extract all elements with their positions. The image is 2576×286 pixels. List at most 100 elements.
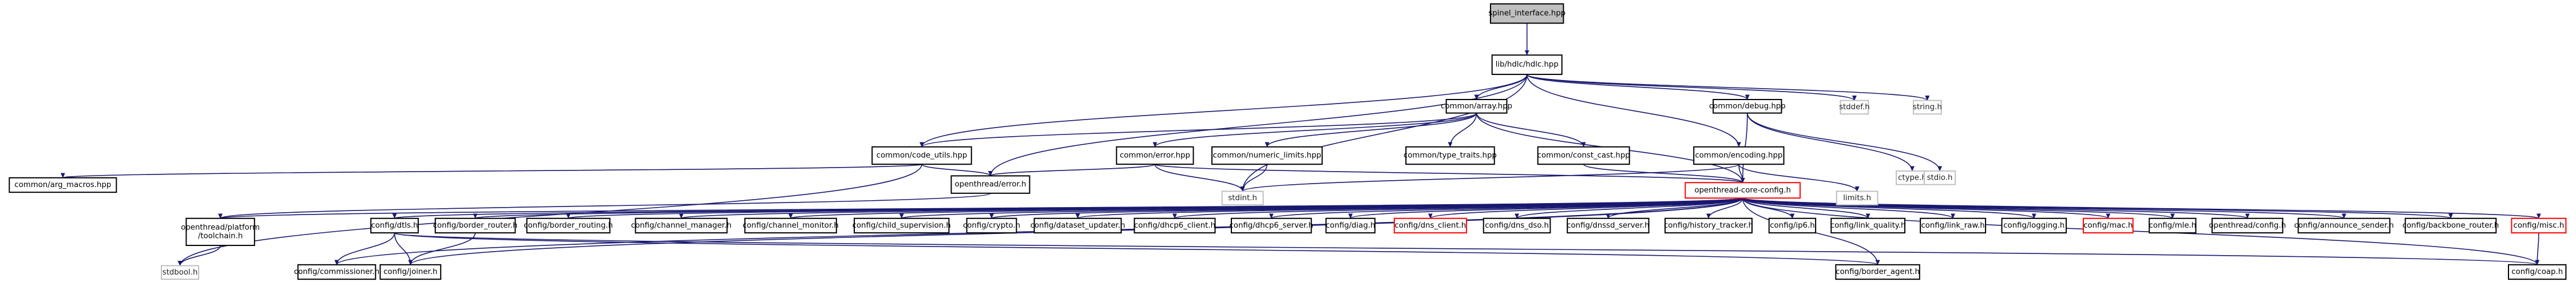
node-layer: spinel_interface.hpplib/hdlc/hdlc.hppcom… xyxy=(9,3,2567,280)
node-cfg-dhcp6-server[interactable]: config/dhcp6_server.h xyxy=(1230,217,1313,234)
node-label: config/coap.h xyxy=(2511,268,2563,276)
node-box xyxy=(871,146,972,165)
node-const-cast[interactable]: common/const_cast.hpp xyxy=(1537,146,1630,165)
node-cfg-border-routing[interactable]: config/border_routing.h xyxy=(524,217,613,234)
node-error-hpp[interactable]: common/error.hpp xyxy=(1116,146,1194,165)
edge-core_config-to-cfg_border_routing xyxy=(566,197,1743,219)
node-toolchain[interactable]: openthread/platform/toolchain.h xyxy=(181,217,260,247)
node-label: config/announce_sender.h xyxy=(2294,221,2393,230)
node-label: common/code_utils.hpp xyxy=(877,151,968,160)
node-box xyxy=(9,177,117,193)
node-cfg-coap[interactable]: config/coap.h xyxy=(2508,264,2567,280)
node-box xyxy=(1768,217,1817,234)
node-cfg-dns-dso[interactable]: config/dns_dso.h xyxy=(1483,217,1551,234)
node-label: config/joiner.h xyxy=(383,268,437,276)
node-code-utils[interactable]: common/code_utils.hpp xyxy=(871,146,972,165)
node-stddef: stddef.h xyxy=(1839,100,1870,115)
node-label: stdint.h xyxy=(1228,194,1257,202)
edge-hdlc-to-debug xyxy=(1526,74,1750,100)
node-cfg-crypto[interactable]: config/crypto.h xyxy=(963,217,1020,234)
node-cfg-dtls[interactable]: config/dtls.h xyxy=(370,217,419,234)
node-cfg-mac[interactable]: config/mac.h xyxy=(2082,217,2134,234)
edge-array-to-error_hpp xyxy=(1152,112,1477,148)
edge-error_hpp-to-ot_error xyxy=(988,164,1156,177)
node-cfg-dhcp6-client[interactable]: config/dhcp6_client.h xyxy=(1134,217,1216,234)
node-box xyxy=(2212,217,2284,234)
node-cfg-child-supervision[interactable]: config/child_supervision.h xyxy=(853,217,951,234)
node-cfg-dataset-updater[interactable]: config/dataset_updater.h xyxy=(1031,217,1125,234)
edge-cfg_dtls-to-cfg_commissioner xyxy=(334,232,395,265)
node-cfg-mle[interactable]: config/mle.h xyxy=(2149,217,2197,234)
node-cfg-logging[interactable]: config/logging.h xyxy=(2001,217,2067,234)
node-type-traits[interactable]: common/type_traits.hpp xyxy=(1404,146,1497,165)
node-box xyxy=(185,217,255,247)
node-box xyxy=(1116,146,1194,165)
node-label: config/dns_dso.h xyxy=(1485,221,1549,230)
node-box xyxy=(161,265,200,280)
node-hdlc[interactable]: lib/hdlc/hdlc.hpp xyxy=(1491,54,1563,76)
node-cfg-history-tracker[interactable]: config/history_tracker.h xyxy=(1664,217,1753,234)
node-cfg-diag[interactable]: config/diag.h xyxy=(1325,217,1376,234)
edge-error_hpp-to-core_config xyxy=(1154,164,1745,184)
node-cfg-border-router[interactable]: config/border_router.h xyxy=(433,217,518,234)
node-cfg-link-raw[interactable]: config/link_raw.h xyxy=(1920,217,1987,234)
node-box xyxy=(297,264,377,280)
node-encoding[interactable]: common/encoding.hpp xyxy=(1693,146,1785,165)
node-label: config/dtls.h xyxy=(371,221,418,230)
edge-ot_error-to-toolchain xyxy=(218,193,991,219)
node-array[interactable]: common/array.hpp xyxy=(1441,98,1512,114)
node-box xyxy=(2001,217,2067,234)
node-box xyxy=(2082,217,2134,234)
node-box xyxy=(744,217,837,234)
node-box xyxy=(1405,146,1495,165)
node-cfg-joiner[interactable]: config/joiner.h xyxy=(379,264,442,280)
node-cfg-dns-client[interactable]: config/dns_client.h xyxy=(1393,217,1467,234)
node-box xyxy=(1713,98,1782,114)
node-cfg-commissioner[interactable]: config/commissioner.h xyxy=(294,264,379,280)
edge-cfg_dtls-to-cfg_coap xyxy=(394,232,2539,265)
node-cfg-channel-manager[interactable]: config/channel_manager.h xyxy=(631,217,732,234)
edge-array-to-type_traits xyxy=(1448,113,1477,148)
node-cfg-announce-sender[interactable]: config/announce_sender.h xyxy=(2294,217,2394,234)
node-box xyxy=(853,217,950,234)
node-arg-macros[interactable]: common/arg_macros.hpp xyxy=(9,177,117,193)
node-box xyxy=(2511,217,2567,234)
node-box xyxy=(2508,264,2567,280)
edge-core_config-to-cfg_link_raw xyxy=(1742,197,1955,219)
node-cfg-ot-config[interactable]: openthread/config.h xyxy=(2209,217,2286,234)
node-box xyxy=(1912,100,1942,115)
edge-hdlc-to-stddef xyxy=(1526,74,1857,101)
node-label: config/logging.h xyxy=(2003,221,2064,230)
node-stdint: stdint.h xyxy=(1221,190,1264,206)
node-cfg-border-agent[interactable]: config/border_agent.h xyxy=(1835,264,1920,280)
node-ot-error[interactable]: openthread/error.h xyxy=(950,175,1031,194)
node-cfg-link-quality[interactable]: config/link_quality.h xyxy=(1830,217,1906,234)
node-cfg-misc[interactable]: config/misc.h xyxy=(2511,217,2567,234)
node-core-config[interactable]: openthread-core-config.h xyxy=(1685,182,1801,199)
node-box xyxy=(966,217,1017,234)
node-box xyxy=(1393,217,1467,234)
node-numeric-limits[interactable]: common/numeric_limits.hpp xyxy=(1211,146,1323,165)
node-box xyxy=(1491,54,1563,76)
node-label: string.h xyxy=(1913,103,1942,112)
node-label: config/dataset_updater.h xyxy=(1031,221,1125,230)
node-cfg-channel-monitor[interactable]: config/channel_monitor.h xyxy=(743,217,839,234)
node-box xyxy=(635,217,728,234)
node-cfg-dnssd-server[interactable]: config/dnssd_server.h xyxy=(1567,217,1650,234)
node-cfg-ip6[interactable]: config/ip6.h xyxy=(1768,217,1817,234)
edge-array-to-code_utils xyxy=(920,112,1477,148)
node-label: ctype.h xyxy=(1898,173,1927,182)
node-label: config/misc.h xyxy=(2514,221,2565,230)
node-debug[interactable]: common/debug.hpp xyxy=(1709,98,1786,114)
edge-encoding-to-stdint xyxy=(1240,164,1739,192)
node-cfg-backbone-router[interactable]: config/backbone_router.h xyxy=(2403,217,2499,234)
edge-array-to-numeric_limits xyxy=(1265,113,1477,148)
node-label: stdio.h xyxy=(1927,173,1953,182)
edge-core_config-to-cfg_history_tracker xyxy=(1706,198,1743,219)
edge-error_hpp-to-stdint xyxy=(1154,164,1245,192)
node-box xyxy=(2149,217,2197,234)
node-box xyxy=(2297,217,2391,234)
node-box xyxy=(1567,217,1650,234)
node-label: config/link_raw.h xyxy=(1921,221,1984,230)
